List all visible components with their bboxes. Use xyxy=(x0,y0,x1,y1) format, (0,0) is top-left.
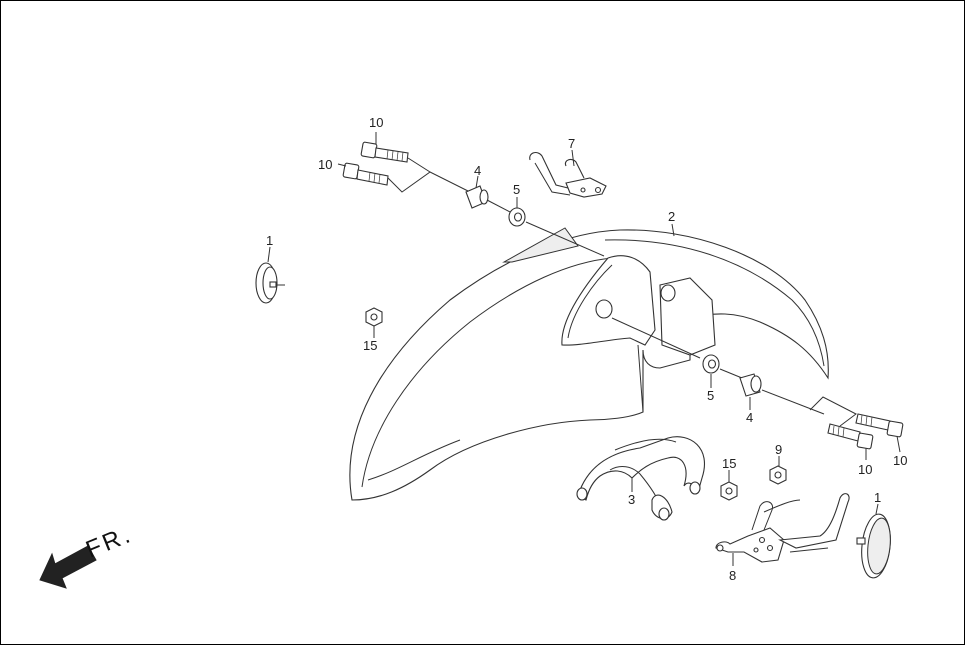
grommet-5-lower xyxy=(702,354,720,374)
reflector-1-right xyxy=(856,513,891,579)
callout-5-upper: 5 xyxy=(513,182,520,197)
hose-clip-7 xyxy=(529,151,607,198)
callout-10-upper-a: 10 xyxy=(369,115,383,130)
collar-4-upper xyxy=(465,185,489,209)
grommet-5-upper xyxy=(508,207,526,227)
callout-2: 2 xyxy=(668,209,675,224)
hose-clip-8 xyxy=(715,493,850,563)
nut-15-left xyxy=(365,307,383,327)
nut-15-right xyxy=(720,481,738,501)
collar-4-lower xyxy=(739,373,762,397)
callout-1-left: 1 xyxy=(266,233,273,248)
bolt-10-lower-b xyxy=(827,423,874,450)
bolt-10-upper-a xyxy=(360,141,409,163)
callout-4-upper: 4 xyxy=(474,163,481,178)
callout-10-lower-a: 10 xyxy=(893,453,907,468)
fender-brace-3 xyxy=(576,436,705,521)
callout-10-lower-b: 10 xyxy=(858,462,872,477)
bolt-10-upper-b xyxy=(342,162,389,186)
callout-9: 9 xyxy=(775,442,782,457)
callout-4-lower: 4 xyxy=(746,410,753,425)
front-direction-arrow-icon xyxy=(39,545,97,589)
front-fender xyxy=(349,227,829,501)
nut-9 xyxy=(769,465,787,485)
front-direction-label: FR. xyxy=(82,521,136,564)
callout-10-upper-b: 10 xyxy=(318,157,332,172)
callout-15-left: 15 xyxy=(363,338,377,353)
callout-3: 3 xyxy=(628,492,635,507)
callout-leaders xyxy=(267,132,901,566)
callout-8: 8 xyxy=(729,568,736,583)
callout-1-right: 1 xyxy=(874,490,881,505)
callout-15-right: 15 xyxy=(722,456,736,471)
reflector-1-left xyxy=(255,262,285,304)
callout-7: 7 xyxy=(568,136,575,151)
bolt-10-lower-a xyxy=(855,413,904,438)
callout-5-lower: 5 xyxy=(707,388,714,403)
